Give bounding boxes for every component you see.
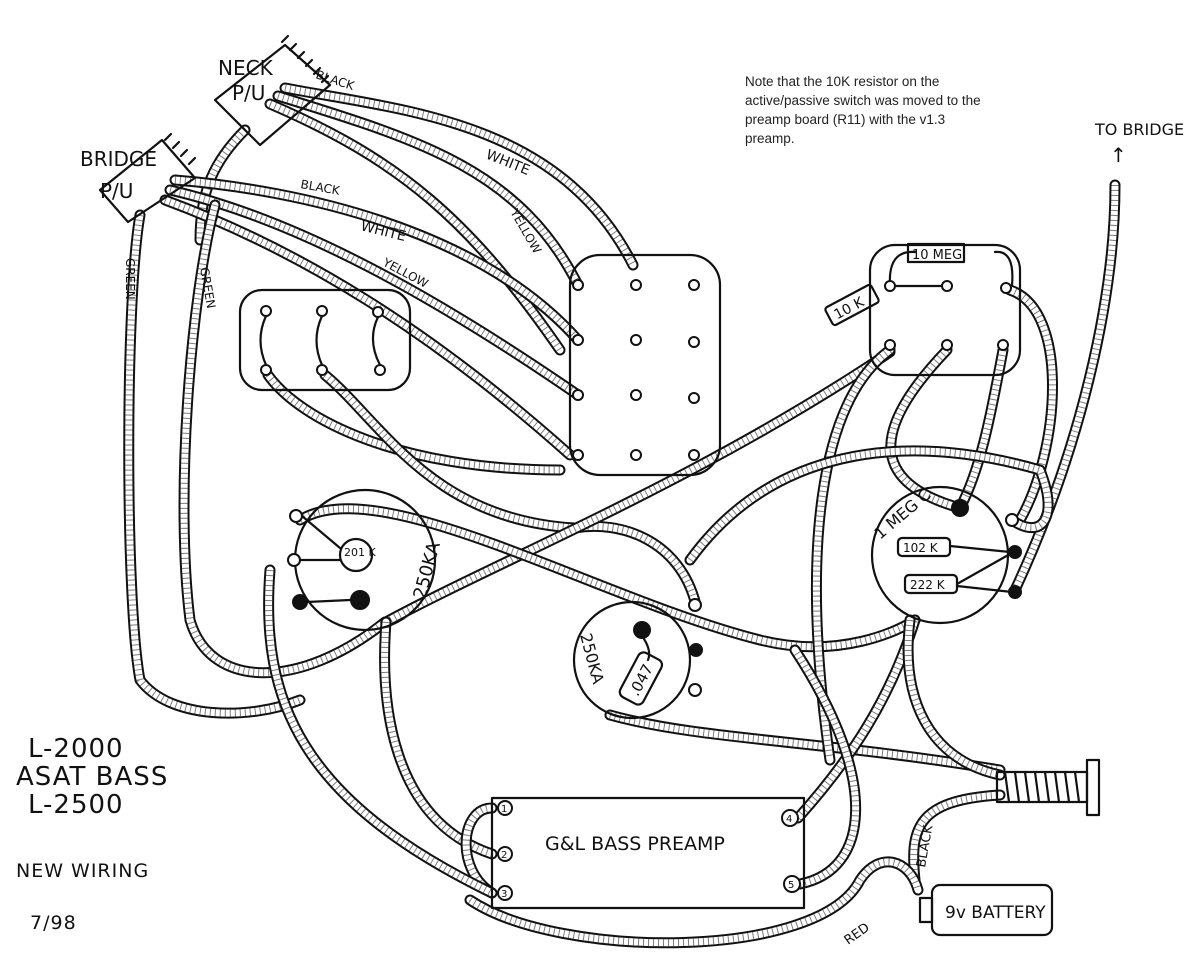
right-pot-wire-1 [885, 344, 966, 514]
bridge-black-wire [169, 174, 584, 346]
preamp-terminal-1: 1 [497, 800, 513, 816]
neck-yellow-wire [264, 98, 566, 356]
neck-pickup-sublabel: P/U [232, 81, 265, 105]
bridge-pickup: BRIDGE P/U [80, 132, 197, 224]
pot-left-to-preamp [379, 616, 498, 860]
bridge-white-wire [164, 184, 584, 401]
to-bridge-wire [1009, 179, 1121, 596]
preamp-left-wire [263, 564, 498, 899]
new-wiring-label: NEW WIRING [16, 860, 150, 882]
preamp-terminal-5: 5 [783, 875, 801, 893]
green-wire-label-1: GREEN [123, 258, 137, 300]
preamp-5-wire [789, 644, 862, 890]
pot-cross-1 [380, 346, 896, 628]
capacitor-047-label: .047 [625, 661, 657, 699]
neck-pickup: NECK P/U [213, 34, 332, 147]
bridge-black-label: BLACK [299, 177, 341, 198]
switch-right-loop [1004, 284, 1058, 526]
pot-right-value: 1 MEG C [870, 485, 934, 543]
model-line-1: L-2000 [28, 734, 124, 764]
bridge-pickup-label: BRIDGE [80, 147, 157, 171]
resistor-201k-label: 201 K [344, 546, 376, 559]
jack-wire-2 [908, 789, 1006, 886]
pickup-selector-switch [238, 288, 412, 392]
pot-cross-3 [604, 709, 1006, 776]
switch-to-pot-2 [319, 369, 702, 611]
resistor-10meg-label: 10 MEG [912, 248, 962, 263]
resistor-102k-label: 102 K [903, 541, 939, 555]
active-passive-switch [568, 253, 722, 477]
svg-text:3: 3 [501, 889, 507, 900]
battery: 9v BATTERY [918, 883, 1054, 937]
date-label: 7/98 [30, 912, 77, 934]
pot-middle-value: 250KA [576, 631, 608, 686]
to-bridge-label: TO BRIDGE [1094, 120, 1184, 139]
battery-red-label: RED [842, 920, 873, 948]
svg-text:1: 1 [501, 804, 507, 815]
svg-text:5: 5 [788, 880, 794, 891]
switch-to-pot-1 [262, 369, 566, 476]
bridge-pickup-sublabel: P/U [100, 179, 133, 203]
pot-cross-2 [294, 503, 921, 653]
model-info: L-2000 ASAT BASS L-2500 [16, 734, 168, 820]
green-wire-2 [178, 199, 391, 679]
svg-text:2: 2 [501, 850, 507, 861]
svg-text:4: 4 [786, 814, 792, 825]
resistor-222k-label: 222 K [910, 578, 946, 592]
output-jack [995, 758, 1101, 817]
neck-black-wire [279, 82, 639, 271]
wire-labels: BLACK WHITE YELLOW BLACK WHITE YELLOW GR… [123, 68, 936, 949]
preamp-label: G&L BASS PREAMP [545, 833, 725, 855]
preamp-terminal-3: 3 [497, 885, 513, 901]
battery-label: 9v BATTERY [945, 903, 1046, 923]
arrow-up-icon: ↑ [1110, 143, 1127, 167]
preamp-board: G&L BASS PREAMP 1 2 3 4 5 [490, 796, 806, 910]
model-line-2: ASAT BASS [16, 762, 169, 792]
battery-red-wire [464, 856, 924, 949]
to-bridge-ground: TO BRIDGE ↑ [1094, 120, 1184, 167]
revision-note: Note that the 10K resistor on the active… [745, 74, 981, 146]
top-crossing-wire [684, 445, 1054, 566]
neck-pickup-label: NECK [218, 56, 274, 80]
wires [123, 82, 1121, 949]
neck-white-wire [272, 90, 584, 291]
jack-wire-1 [902, 614, 1006, 781]
neck-ground-wire [194, 124, 251, 246]
green-wire-1 [123, 209, 306, 719]
right-pot-wire-3 [811, 344, 896, 766]
model-line-3: L-2500 [28, 790, 124, 820]
battery-black-label: BLACK [914, 824, 936, 869]
preamp-terminal-2: 2 [497, 846, 513, 862]
bridge-yellow-wire [159, 194, 576, 461]
right-pot-wire-2 [954, 344, 1009, 514]
preamp-terminal-4: 4 [781, 809, 799, 827]
mode-switch: 10 MEG 10 K [824, 242, 1022, 377]
